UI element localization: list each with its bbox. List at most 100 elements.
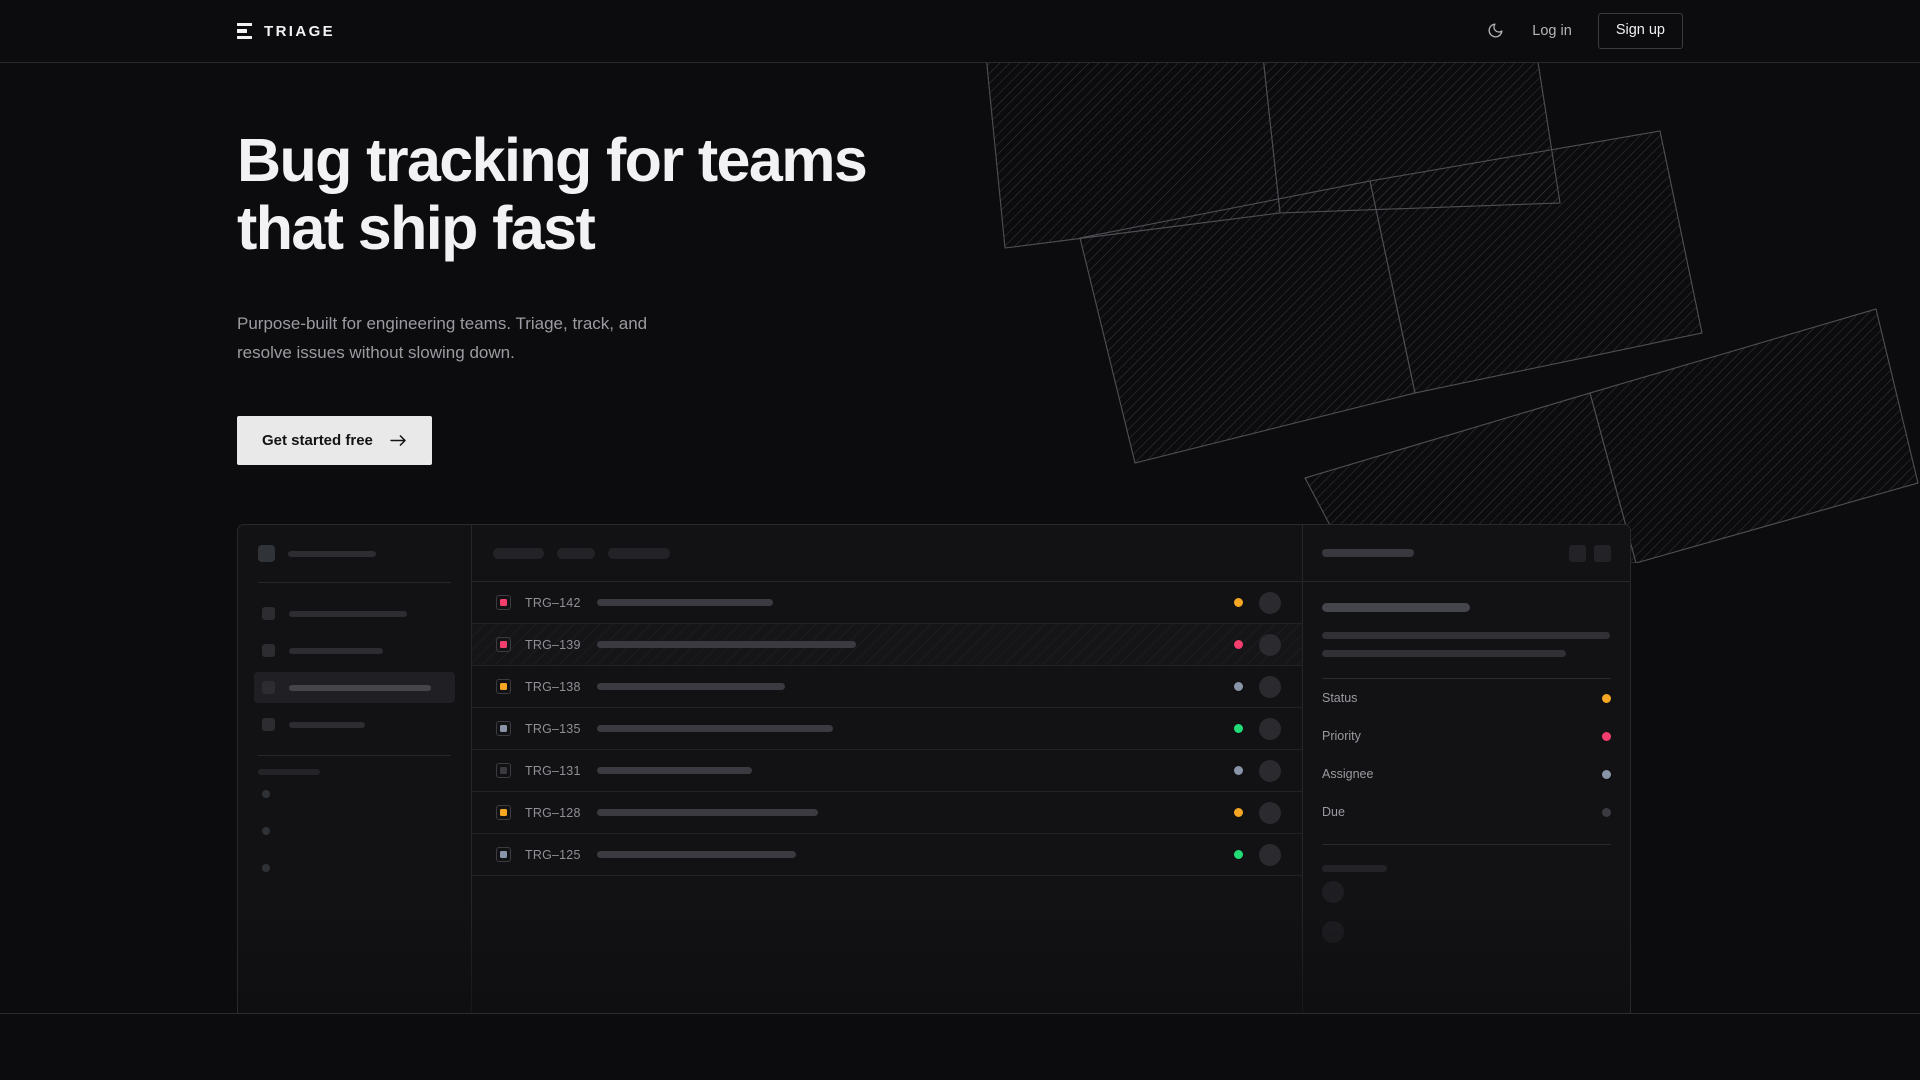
detail-field-priority[interactable]: Priority <box>1322 717 1611 755</box>
hero-title-line-2: that ship fast <box>237 194 596 263</box>
detail-panel-body: Status Priority Assignee Due <box>1303 582 1630 952</box>
hero-subtitle: Purpose-built for engineering teams. Tri… <box>237 309 717 367</box>
detail-action-2-button[interactable] <box>1594 544 1611 562</box>
sidebar-item-1[interactable] <box>254 598 455 629</box>
sidebar-item-2[interactable] <box>254 635 455 666</box>
avatar <box>1259 801 1281 824</box>
sidebar-item-4-label <box>289 721 365 728</box>
detail-panel-header <box>1303 525 1630 582</box>
issue-title-placeholder <box>597 725 833 732</box>
detail-breadcrumb-placeholder <box>1322 549 1414 557</box>
sidebar-item-3-label <box>289 684 431 691</box>
sidebar-item-3-active[interactable] <box>254 672 455 703</box>
detail-field-priority-label: Priority <box>1322 729 1361 743</box>
issue-title-placeholder <box>597 683 785 690</box>
priority-flag-icon <box>496 847 511 862</box>
sidebar-sub-item-3[interactable] <box>258 849 451 886</box>
avatar <box>1259 591 1281 614</box>
table-row[interactable]: TRG–138 <box>472 666 1302 708</box>
detail-field-priority-dot <box>1602 731 1611 741</box>
detail-field-assignee-label: Assignee <box>1322 767 1374 781</box>
filter-chip-3[interactable] <box>608 547 670 559</box>
detail-field-due-label: Due <box>1322 805 1345 819</box>
page-section-divider <box>0 1013 1920 1014</box>
issue-title-placeholder <box>597 599 773 606</box>
get-started-button[interactable]: Get started free <box>237 416 432 466</box>
primary-nav: Log in Sign up <box>1484 13 1683 49</box>
detail-title-placeholder <box>1322 603 1470 612</box>
workspace-name-placeholder <box>288 550 376 557</box>
get-started-label: Get started free <box>262 432 373 450</box>
list-item[interactable] <box>1322 872 1611 912</box>
issue-id: TRG–131 <box>525 763 581 778</box>
avatar <box>1259 759 1281 782</box>
sidebar-item-4[interactable] <box>254 709 455 740</box>
detail-field-status[interactable]: Status <box>1322 679 1611 717</box>
sidebar-sub-item-2[interactable] <box>258 812 451 849</box>
sidebar-section-caption <box>258 769 320 775</box>
hero-subtitle-line-2: resolve issues without slowing down. <box>237 342 515 362</box>
table-row[interactable]: TRG–128 <box>472 792 1302 834</box>
mock-sidebar <box>238 525 472 1013</box>
priority-flag-icon <box>496 721 511 736</box>
sidebar-divider-bottom <box>258 755 451 756</box>
sidebar-item-4-icon <box>262 718 275 731</box>
detail-description-line-1 <box>1322 632 1610 639</box>
status-dot <box>1234 598 1243 607</box>
filter-chip-1[interactable] <box>493 547 544 559</box>
moon-icon <box>1488 23 1503 38</box>
detail-divider-2 <box>1322 844 1611 845</box>
sidebar-item-1-icon <box>262 607 275 620</box>
hero-subtitle-line-1: Purpose-built for engineering teams. Tri… <box>237 313 648 333</box>
brand-logo[interactable]: TRIAGE <box>237 22 335 40</box>
mock-sidebar-section <box>254 756 455 886</box>
detail-comments-caption <box>1322 865 1387 872</box>
site-header: TRIAGE Log in Sign up <box>0 0 1920 63</box>
issue-id: TRG–139 <box>525 637 581 652</box>
priority-flag-icon <box>496 763 511 778</box>
detail-field-status-dot <box>1602 693 1611 703</box>
detail-field-assignee[interactable]: Assignee <box>1322 755 1611 793</box>
table-row[interactable]: TRG–135 <box>472 708 1302 750</box>
status-dot <box>1234 640 1243 649</box>
detail-field-due-dot <box>1602 807 1611 817</box>
avatar <box>1322 881 1344 903</box>
login-link[interactable]: Log in <box>1532 22 1572 39</box>
sidebar-divider-top <box>258 582 451 583</box>
status-dot <box>1234 724 1243 733</box>
mock-issue-list: TRG–142 TRG–139 TRG–138 <box>472 525 1303 1013</box>
sub-item-3-dot-icon <box>262 863 270 872</box>
priority-flag-icon <box>496 679 511 694</box>
issue-id: TRG–135 <box>525 721 581 736</box>
table-row[interactable]: TRG–131 <box>472 750 1302 792</box>
list-item[interactable] <box>1322 912 1611 952</box>
issue-id: TRG–128 <box>525 805 581 820</box>
theme-toggle-button[interactable] <box>1484 20 1506 42</box>
signup-button[interactable]: Sign up <box>1597 13 1683 49</box>
priority-flag-icon <box>496 637 511 652</box>
sidebar-sub-item-1[interactable] <box>258 775 451 812</box>
filter-chip-2[interactable] <box>557 547 595 559</box>
mock-detail-panel: Status Priority Assignee Due <box>1303 525 1630 1013</box>
hatch-art-svg <box>986 63 1919 563</box>
priority-flag-icon <box>496 805 511 820</box>
issue-id: TRG–138 <box>525 679 581 694</box>
table-row[interactable]: TRG–125 <box>472 834 1302 876</box>
detail-action-1-button[interactable] <box>1569 544 1586 562</box>
hero-section: Bug tracking for teams that ship fast Pu… <box>237 63 868 466</box>
table-row[interactable]: TRG–139 <box>472 624 1302 666</box>
bars-logo-icon <box>237 22 252 40</box>
table-row[interactable]: TRG–142 <box>472 582 1302 624</box>
hero-title-line-1: Bug tracking for teams <box>237 126 868 194</box>
issue-title-placeholder <box>597 809 818 816</box>
detail-field-due[interactable]: Due <box>1322 793 1611 831</box>
sidebar-item-1-label <box>289 610 407 617</box>
sub-item-2-dot-icon <box>262 826 270 835</box>
status-dot <box>1234 808 1243 817</box>
avatar <box>1259 633 1281 656</box>
issue-title-placeholder <box>597 851 796 858</box>
status-dot <box>1234 766 1243 775</box>
issue-list-toolbar <box>472 525 1302 582</box>
mock-workspace-switcher[interactable] <box>254 525 455 582</box>
decorative-hatched-panels <box>960 63 1920 563</box>
